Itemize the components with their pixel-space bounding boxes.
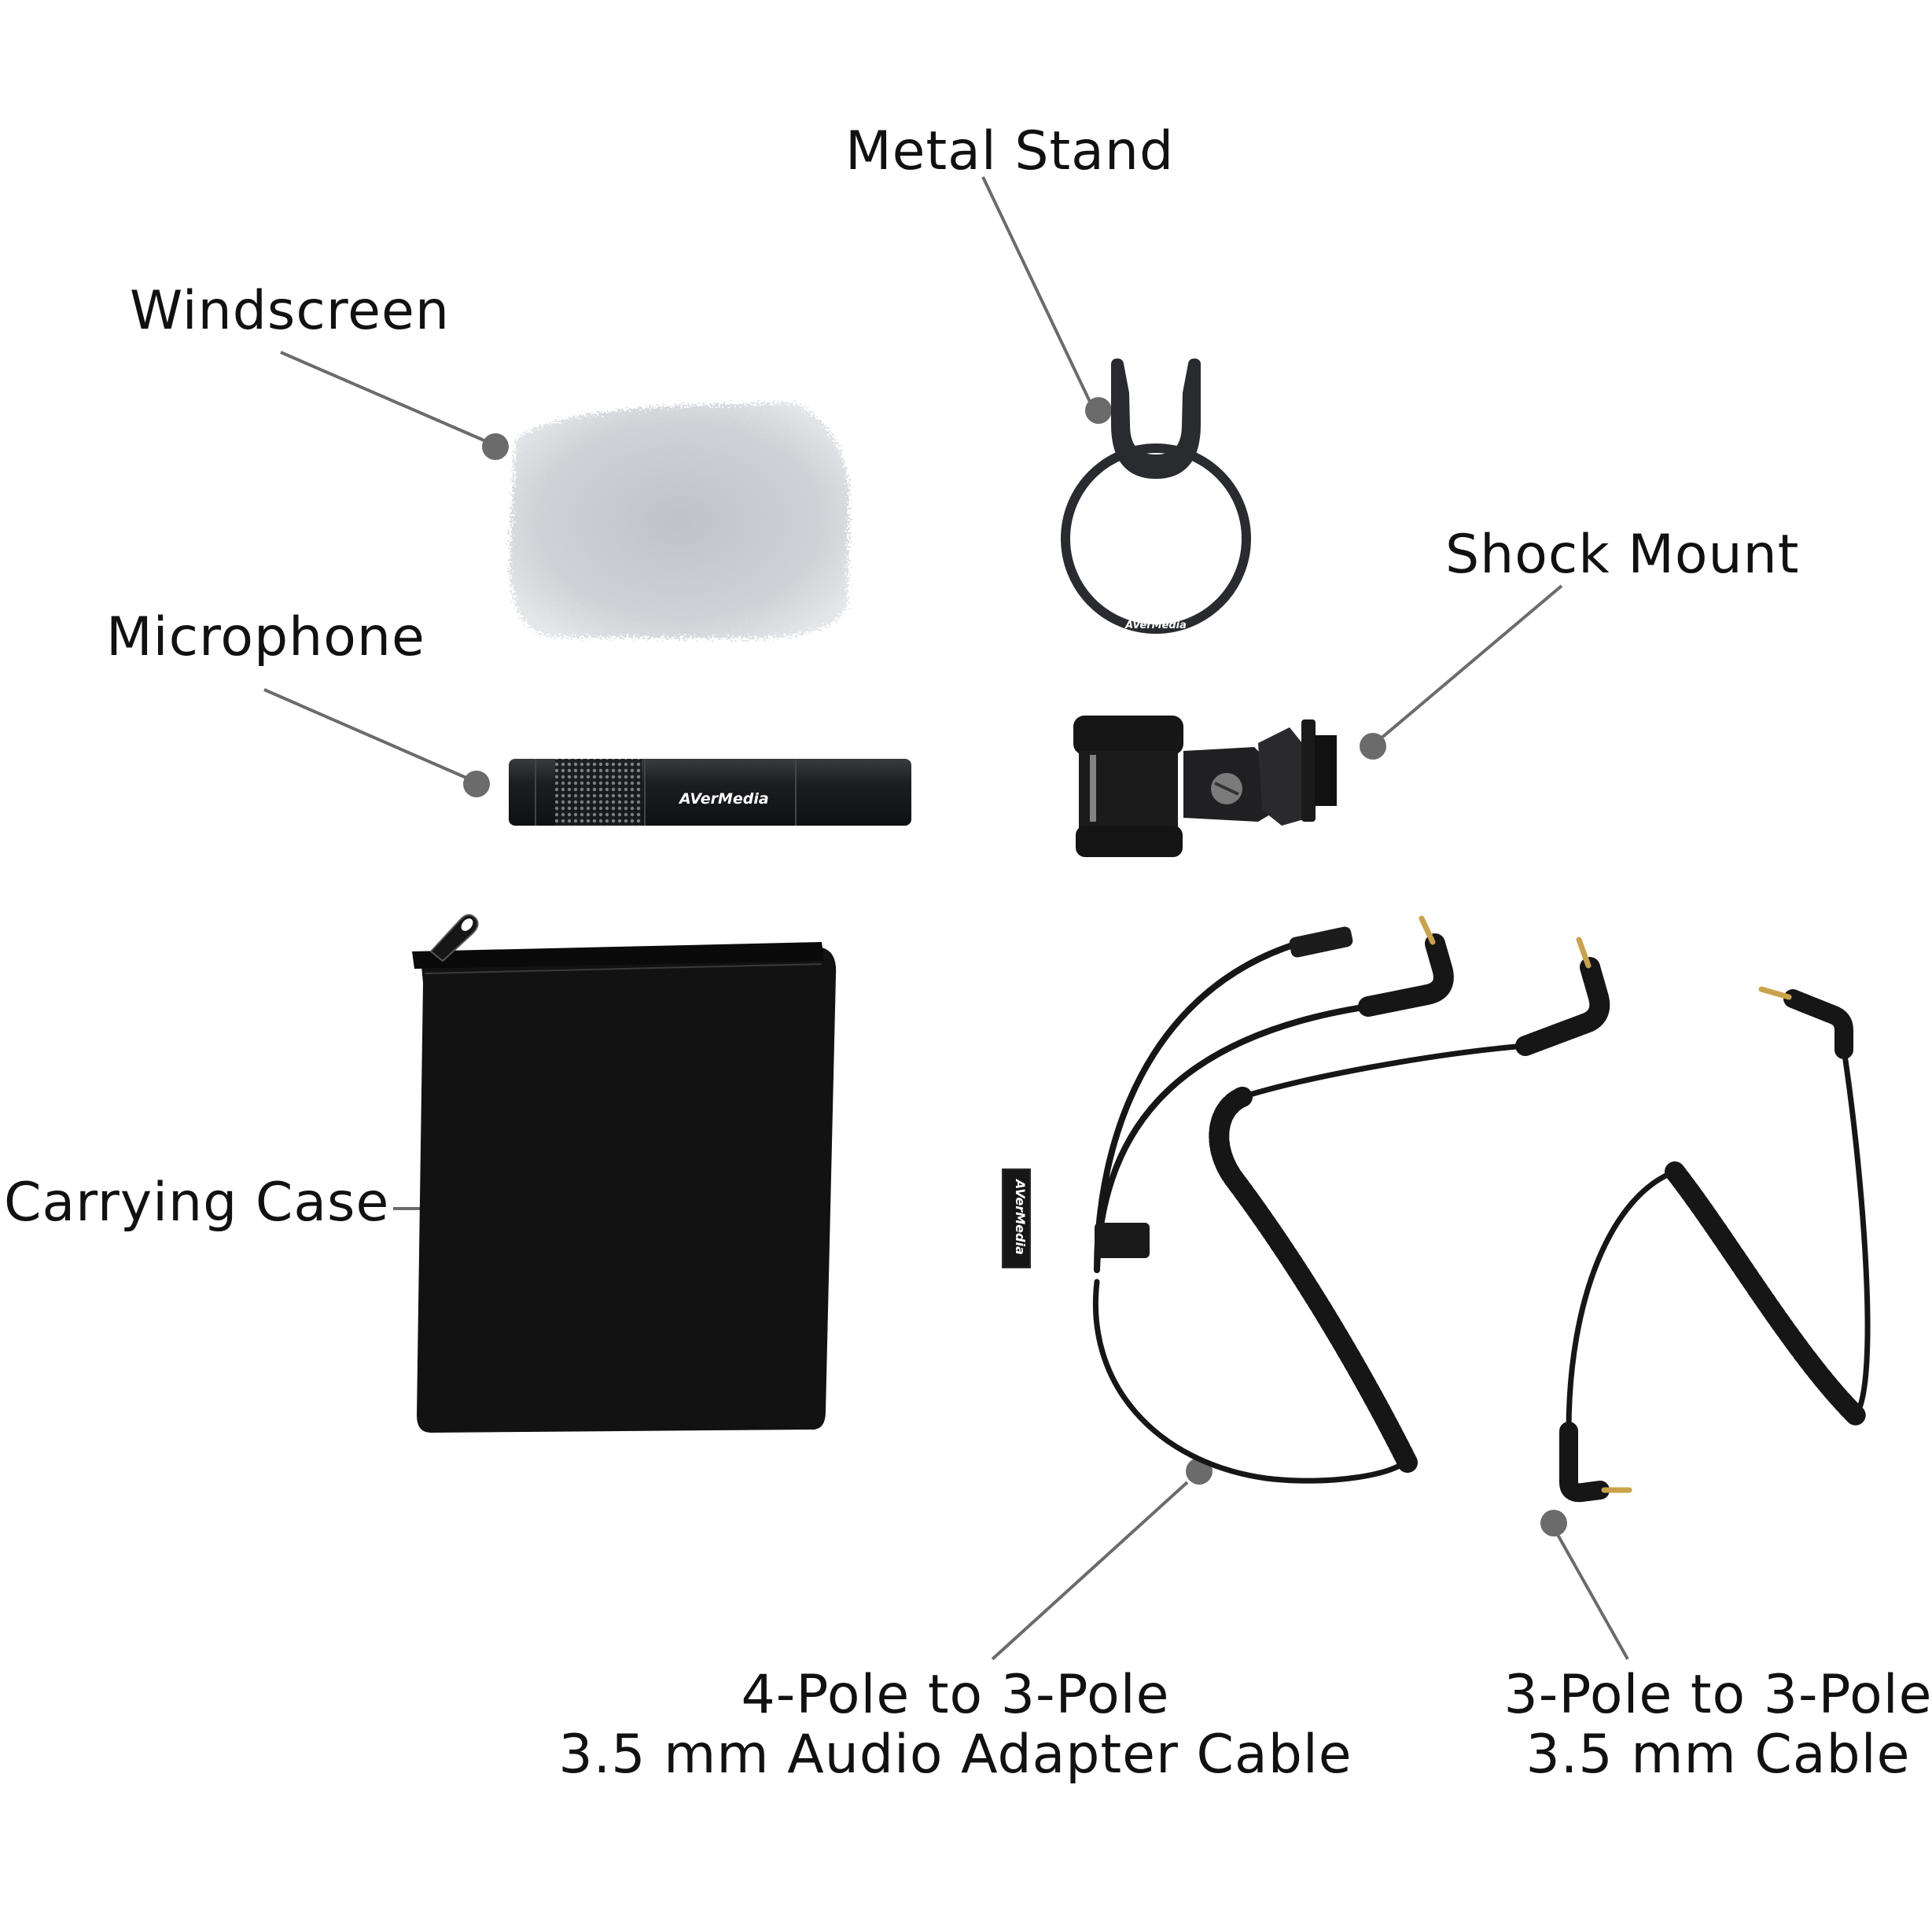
microphone-image: AVerMedia [509,759,911,826]
shock-mount-image [1073,716,1337,857]
svg-text:AVerMedia: AVerMedia [1013,1178,1028,1255]
stereo-cable-label-line2: 3.5 mm Cable [1525,1724,1911,1787]
adapter-cable-image [1093,915,1610,1484]
stereo-cable-label: 3-Pole to 3-Pole 3.5 mm Cable [1494,1665,1932,1785]
windscreen-image [510,403,849,638]
windscreen-leader [280,351,509,460]
svg-text:AVerMedia: AVerMedia [1124,620,1187,631]
carrying-case-label: Carrying Case [4,1172,390,1234]
shock-mount-label: Shock Mount [1445,524,1800,586]
adapter-cable-label-line1: 4-Pole to 3-Pole [741,1664,1170,1726]
microphone-brand-text: AVerMedia [678,790,769,808]
windscreen-label: Windscreen [130,280,450,342]
shock-mount-leader [1360,584,1563,760]
stereo-cable-leader [1540,1510,1629,1660]
microphone-label: Microphone [106,606,425,668]
adapter-cable-label-line2: 3.5 mm Audio Adapter Cable [558,1724,1352,1787]
stereo-cable-label-line1: 3-Pole to 3-Pole [1503,1664,1932,1726]
adapter-cable-leader [991,1458,1213,1661]
microphone-leader [263,688,490,797]
carrying-case-image: AVerMedia [412,914,1031,1433]
metal-stand-image: AVerMedia [1061,359,1251,634]
metal-stand-leader [981,176,1112,424]
stereo-cable-image [1559,986,1871,1503]
adapter-cable-label: 4-Pole to 3-Pole 3.5 mm Audio Adapter Ca… [550,1665,1360,1785]
metal-stand-label: Metal Stand [845,120,1175,182]
